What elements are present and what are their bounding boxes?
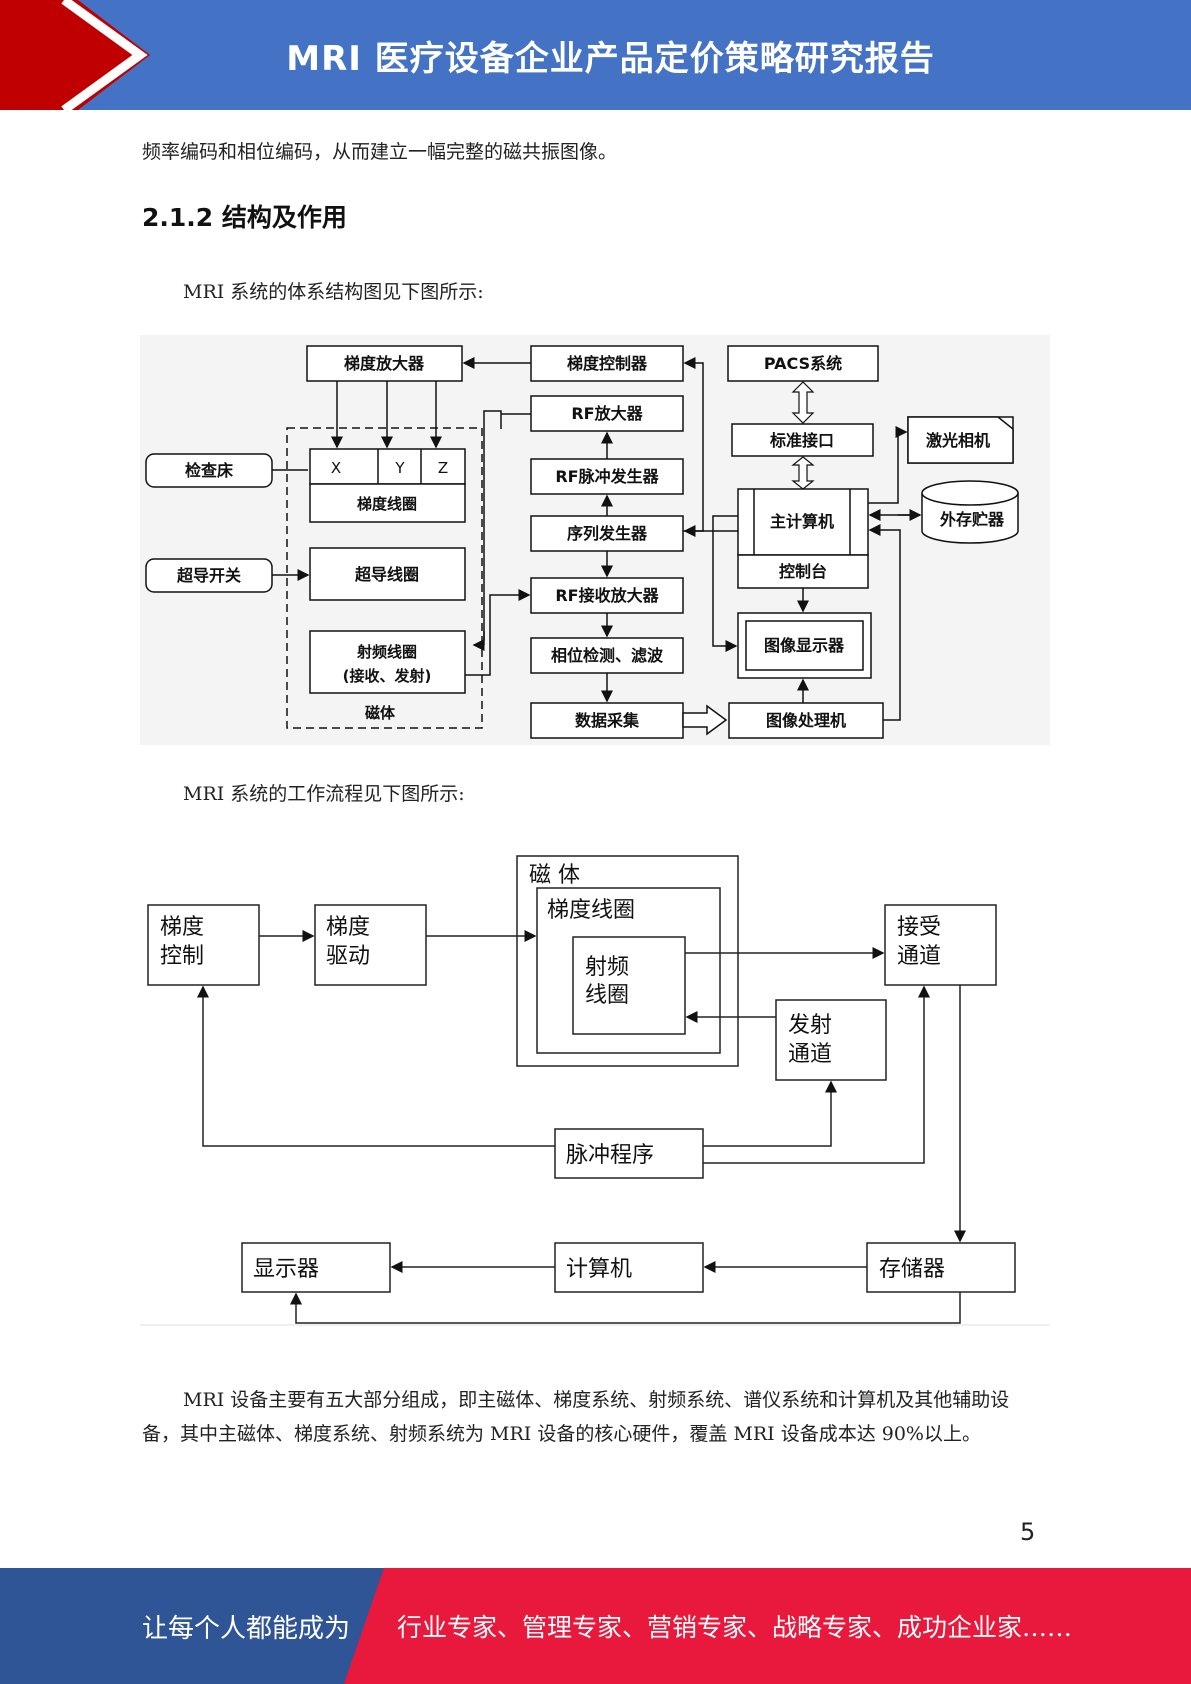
grad-drive-box (314, 904, 427, 986)
gradient-coil-label: 梯度线圈 (547, 898, 635, 923)
phase-detect-label: 相位检测、滤波 (551, 646, 664, 665)
rf-coil-box (572, 936, 686, 1035)
recv-channel-box (884, 904, 997, 986)
page-header: MRI 医疗设备企业产品定价策略研究报告 (0, 0, 1191, 110)
rf-amp-label: RF放大器 (571, 404, 643, 423)
gradient-amp-box (306, 345, 463, 382)
footer-slogan-right: 行业专家、管理专家、营销专家、战略专家、成功企业家…… (397, 1613, 1073, 1642)
rf-coil-box (309, 630, 466, 694)
grad-drive-label-1: 梯度 (326, 915, 370, 940)
y-axis-label: Y (394, 459, 405, 477)
x-axis-label: X (331, 459, 341, 477)
storage-label: 存储器 (879, 1257, 945, 1282)
gradient-ctrl-box (530, 345, 684, 382)
header-chevron-graphic (0, 0, 1191, 110)
grad-drive-label-2: 驱动 (326, 944, 370, 969)
section-heading: 2.1.2 结构及作用 (142, 203, 347, 232)
image-display-box (737, 612, 872, 679)
storage-box (866, 1242, 1016, 1293)
console-label: 控制台 (779, 562, 827, 581)
gradient-coil-label: 梯度线圈 (357, 495, 417, 513)
grad-ctrl-box (147, 904, 260, 986)
laser-camera-label: 激光相机 (926, 431, 990, 450)
gradient-coil-box (309, 483, 466, 523)
seq-gen-box (530, 515, 684, 552)
sc-coil-box (309, 547, 466, 601)
display-label: 显示器 (253, 1257, 319, 1282)
magnet-label: 磁体 (365, 704, 396, 722)
seq-gen-label: 序列发生器 (567, 524, 648, 543)
pacs-label: PACS系统 (764, 354, 842, 373)
rf-coil-label-1: 射频线圈 (356, 643, 417, 661)
data-acq-label: 数据采集 (575, 711, 640, 730)
recv-channel-label-1: 接受 (897, 915, 941, 940)
arch-caption: MRI 系统的体系结构图见下图所示: (183, 281, 484, 303)
gradient-amp-label: 梯度放大器 (344, 354, 425, 373)
trans-channel-label-2: 通道 (788, 1042, 832, 1067)
grad-ctrl-label-1: 梯度 (160, 915, 204, 940)
rf-recv-amp-box (530, 577, 684, 614)
intro-line: 频率编码和相位编码，从而建立一幅完整的磁共振图像。 (142, 141, 618, 163)
header-title-wrap: MRI 医疗设备企业产品定价策略研究报告 (0, 0, 1191, 110)
rf-recv-amp-label: RF接收放大器 (555, 586, 659, 605)
phase-detect-box (530, 637, 684, 674)
recv-channel-label-2: 通道 (897, 944, 941, 969)
image-proc-label: 图像处理机 (766, 711, 846, 730)
footer-banner-graphic (0, 1568, 1191, 1684)
computer-label: 计算机 (566, 1257, 632, 1282)
console-box (737, 554, 869, 589)
main-computer-box (737, 488, 869, 556)
document-title: MRI 医疗设备企业产品定价策略研究报告 (286, 38, 935, 79)
trans-channel-box (775, 999, 887, 1081)
image-display-label: 图像显示器 (764, 636, 845, 655)
std-interface-label: 标准接口 (769, 431, 834, 450)
gradient-ctrl-label: 梯度控制器 (567, 354, 648, 373)
rf-coil-label-1: 射频 (585, 955, 629, 980)
sc-switch-label: 超导开关 (176, 566, 241, 585)
pacs-box (727, 345, 879, 382)
main-computer-label: 主计算机 (770, 512, 834, 531)
xyz-box (309, 448, 466, 485)
page-footer: 让每个人都能成为 行业专家、管理专家、营销专家、战略专家、成功企业家…… (0, 1568, 1191, 1684)
rf-pulse-gen-label: RF脉冲发生器 (555, 467, 659, 486)
sc-coil-label: 超导线圈 (354, 565, 419, 584)
std-interface-box (731, 423, 874, 457)
ext-storage-label: 外存贮器 (939, 510, 1005, 529)
z-axis-label: Z (438, 459, 448, 477)
architecture-diagram: 梯度放大器 梯度控制器 PACS系统 RF放大器 标准接口 激光相机 检查床 R… (140, 335, 1050, 745)
magnet-dashed-frame (286, 427, 483, 729)
footer-slogan-left: 让每个人都能成为 (142, 1613, 351, 1644)
pulse-prog-label: 脉冲程序 (566, 1143, 654, 1168)
closing-paragraph: MRI 设备主要有五大部分组成，即主磁体、梯度系统、射频系统、谱仪系统和计算机及… (142, 1389, 1010, 1445)
rf-coil-label-2: (接收、发射) (343, 667, 432, 685)
pulse-prog-box (554, 1128, 704, 1179)
trans-channel-label-1: 发射 (788, 1013, 832, 1038)
flow-caption: MRI 系统的工作流程见下图所示: (183, 783, 465, 805)
page-number: 5 (1020, 1518, 1036, 1546)
rf-pulse-gen-box (530, 458, 684, 495)
grad-ctrl-label-2: 控制 (160, 944, 204, 969)
exam-bed-label: 检查床 (185, 461, 234, 480)
workflow-diagram: 磁 体 梯度线圈 射频 线圈 梯度 控制 梯度 驱动 接受 通道 发射 通道 脉… (140, 855, 1050, 1326)
display-box (241, 1242, 391, 1293)
magnet-label: 磁 体 (529, 863, 580, 888)
rf-coil-label-2: 线圈 (585, 983, 629, 1008)
